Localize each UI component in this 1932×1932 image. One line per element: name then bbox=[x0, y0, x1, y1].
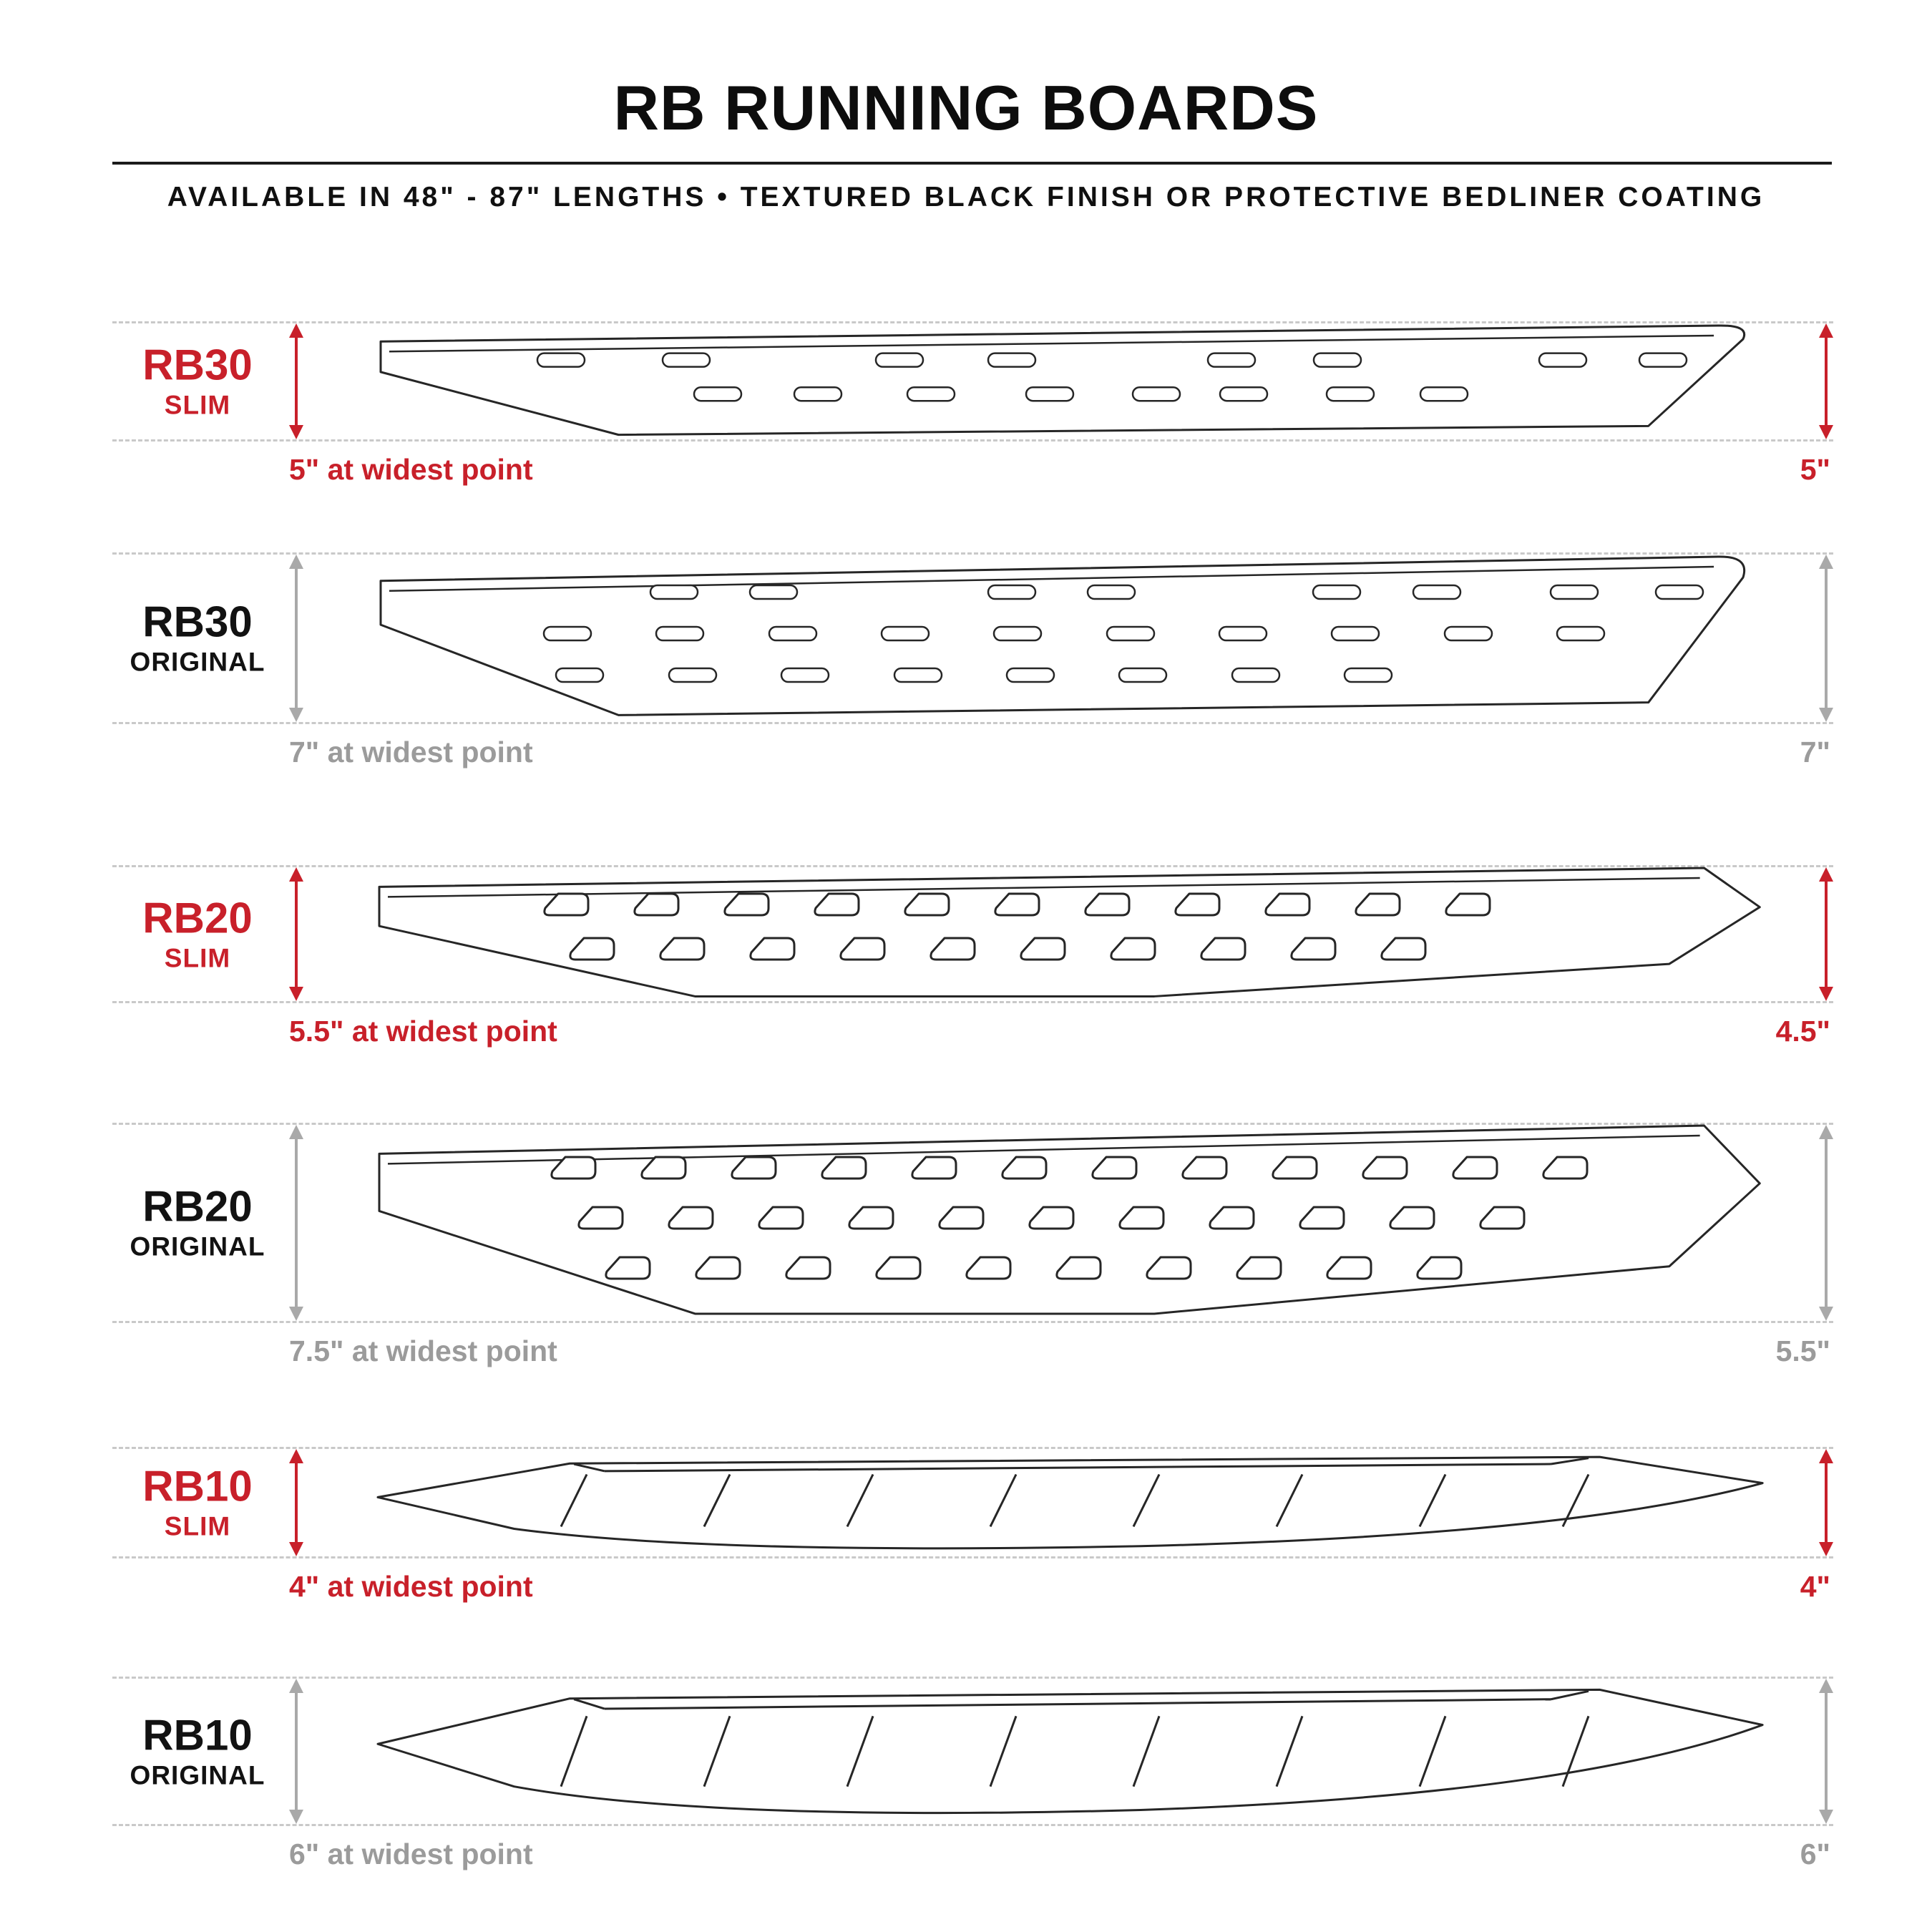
dimension-arrow-left-icon bbox=[289, 555, 303, 722]
board-row-rb20-original: RB20 ORIGINAL 7.5" at widest point 5.5" bbox=[0, 1123, 1932, 1367]
board-model-name: RB20 bbox=[142, 894, 253, 942]
height-dimension-label: 6" bbox=[1800, 1838, 1830, 1870]
board-row-rb30-slim: RB30 SLIM 5" at widest point 5" bbox=[0, 321, 1932, 486]
board-model-name: RB30 bbox=[142, 597, 253, 646]
board-model-name: RB30 bbox=[142, 341, 253, 389]
board-variant-name: SLIM bbox=[164, 1511, 231, 1541]
guide-dashed-line-bottom bbox=[112, 439, 1833, 441]
dimension-arrow-left-icon bbox=[289, 323, 303, 439]
width-note-label: 5" at widest point bbox=[289, 453, 533, 486]
height-dimension-label: 7" bbox=[1800, 736, 1830, 769]
board-variant-name: SLIM bbox=[164, 390, 231, 420]
running-board-drawing bbox=[376, 1455, 1764, 1550]
running-board-drawing bbox=[379, 555, 1746, 716]
height-dimension-label: 4" bbox=[1800, 1570, 1830, 1603]
height-dimension-label: 5" bbox=[1800, 453, 1830, 486]
dimension-arrow-right-icon bbox=[1819, 323, 1833, 439]
board-model-name: RB10 bbox=[142, 1711, 253, 1759]
dimension-arrow-right-icon bbox=[1819, 1125, 1833, 1321]
board-row-rb30-original: RB30 ORIGINAL 7" at widest point 7" bbox=[0, 552, 1932, 769]
board-variant-name: ORIGINAL bbox=[130, 1760, 265, 1790]
board-variant-name: SLIM bbox=[164, 943, 231, 972]
board-row-rb10-slim: RB10 SLIM 4" at widest point 4" bbox=[0, 1447, 1932, 1603]
dimension-arrow-right-icon bbox=[1819, 867, 1833, 1001]
running-board-drawing bbox=[376, 1688, 1764, 1815]
board-row-rb10-original: RB10 ORIGINAL 6" at widest point 6" bbox=[0, 1677, 1932, 1870]
dimension-arrow-left-icon bbox=[289, 1449, 303, 1556]
dimension-arrow-right-icon bbox=[1819, 555, 1833, 722]
page-title: RB RUNNING BOARDS bbox=[613, 72, 1319, 143]
board-label: RB30 ORIGINAL bbox=[107, 600, 288, 678]
height-dimension-label: 5.5" bbox=[1775, 1335, 1830, 1367]
guide-dashed-line-bottom bbox=[112, 722, 1833, 724]
board-row-rb20-slim: RB20 SLIM 5.5" at widest point 4.5" bbox=[0, 865, 1932, 1048]
running-board-drawing bbox=[378, 1124, 1761, 1315]
dimension-arrow-left-icon bbox=[289, 1679, 303, 1824]
guide-dashed-line-bottom bbox=[112, 1824, 1833, 1826]
running-board-drawing bbox=[378, 867, 1761, 997]
dimension-arrow-left-icon bbox=[289, 867, 303, 1001]
board-label: RB10 ORIGINAL bbox=[107, 1712, 288, 1790]
board-variant-name: ORIGINAL bbox=[130, 647, 265, 677]
title-divider bbox=[112, 162, 1832, 165]
board-model-name: RB20 bbox=[142, 1182, 253, 1231]
guide-dashed-line-top bbox=[112, 1677, 1833, 1679]
guide-dashed-line-top bbox=[112, 865, 1833, 867]
guide-dashed-line-top bbox=[112, 1123, 1833, 1125]
width-note-label: 5.5" at widest point bbox=[289, 1015, 557, 1048]
width-note-label: 6" at widest point bbox=[289, 1838, 533, 1870]
width-note-label: 4" at widest point bbox=[289, 1570, 533, 1603]
dimension-arrow-right-icon bbox=[1819, 1449, 1833, 1556]
board-label: RB20 ORIGINAL bbox=[107, 1184, 288, 1262]
guide-dashed-line-bottom bbox=[112, 1001, 1833, 1003]
width-note-label: 7.5" at widest point bbox=[289, 1335, 557, 1367]
height-dimension-label: 4.5" bbox=[1775, 1015, 1830, 1048]
guide-dashed-line-top bbox=[112, 321, 1833, 323]
board-label: RB30 SLIM bbox=[107, 343, 288, 421]
dimension-arrow-right-icon bbox=[1819, 1679, 1833, 1824]
board-model-name: RB10 bbox=[142, 1462, 253, 1511]
dimension-arrow-left-icon bbox=[289, 1125, 303, 1321]
board-label: RB10 SLIM bbox=[107, 1464, 288, 1542]
guide-dashed-line-top bbox=[112, 552, 1833, 555]
guide-dashed-line-bottom bbox=[112, 1321, 1833, 1323]
page-subtitle: AVAILABLE IN 48" - 87" LENGTHS • TEXTURE… bbox=[167, 182, 1765, 213]
board-label: RB20 SLIM bbox=[107, 895, 288, 973]
guide-dashed-line-bottom bbox=[112, 1556, 1833, 1558]
guide-dashed-line-top bbox=[112, 1447, 1833, 1449]
board-variant-name: ORIGINAL bbox=[130, 1231, 265, 1262]
running-board-drawing bbox=[379, 324, 1746, 436]
width-note-label: 7" at widest point bbox=[289, 736, 533, 769]
